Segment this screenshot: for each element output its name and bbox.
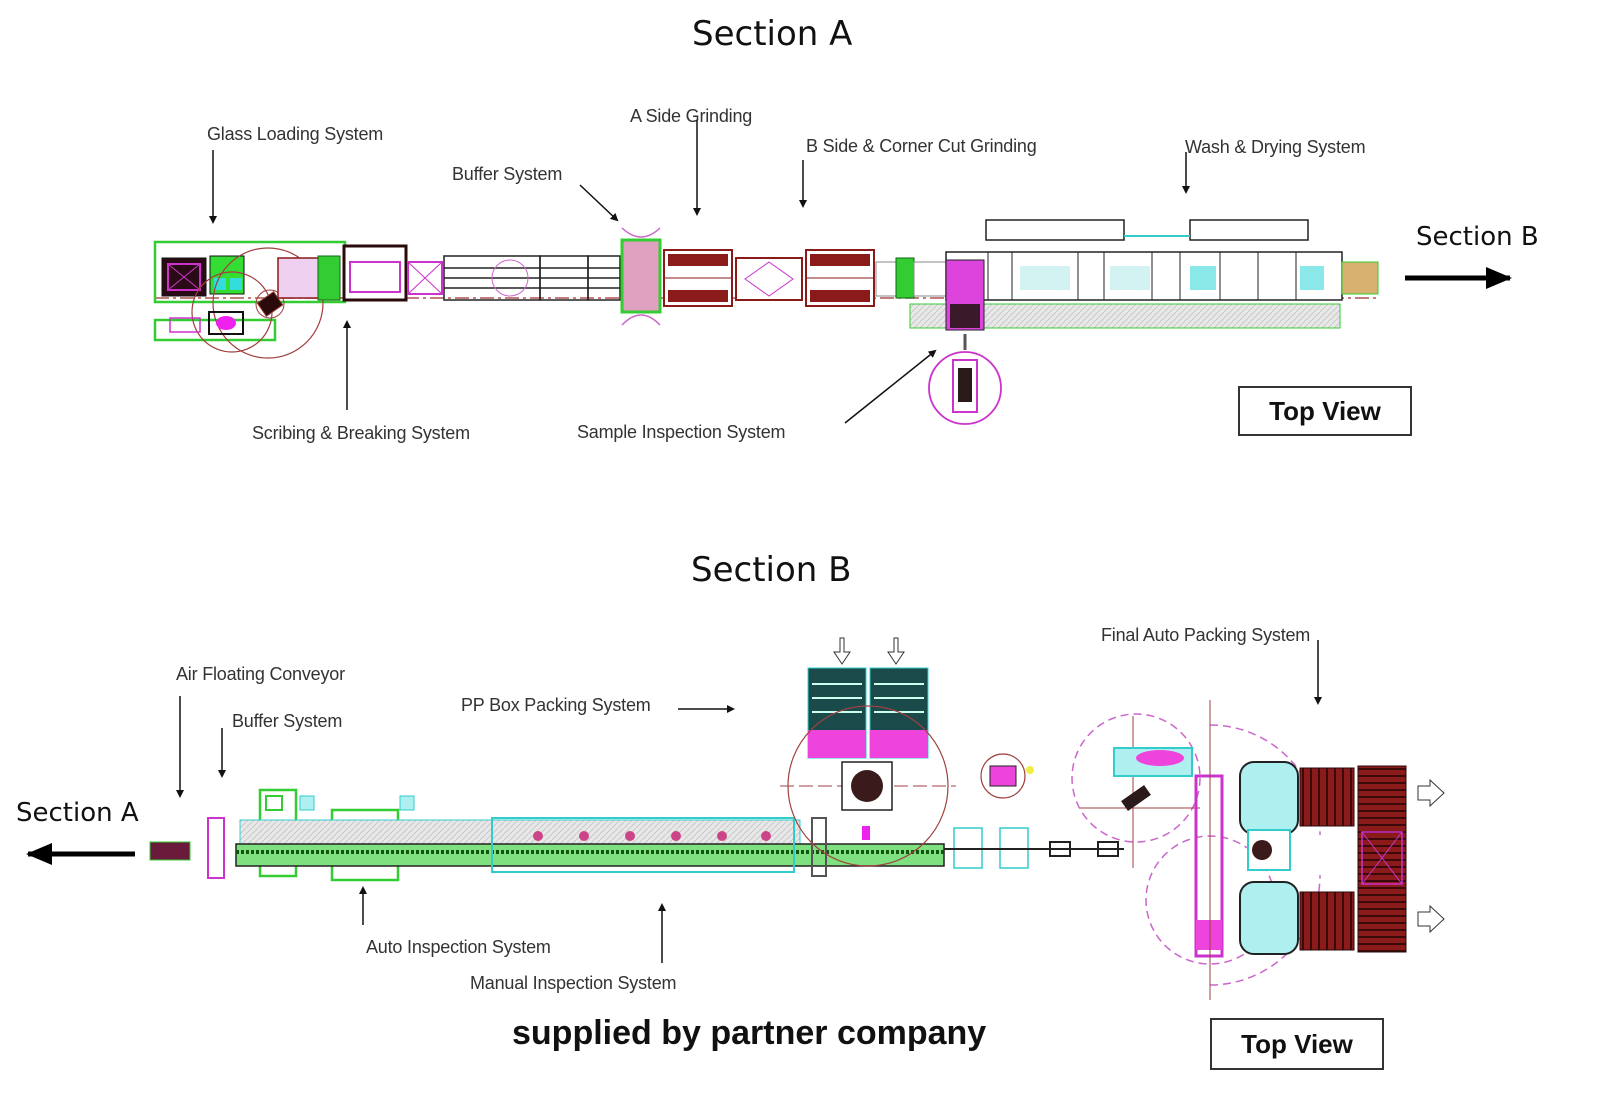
label-buffer-system-b: Buffer System — [232, 711, 343, 731]
top-view-label-b: Top View — [1241, 1028, 1353, 1059]
output-arrow-icon — [1417, 904, 1445, 934]
top-view-label-a: Top View — [1269, 395, 1381, 426]
arrow-buffer-a — [579, 184, 619, 222]
label-air-floating-conveyor: Air Floating Conveyor — [176, 664, 345, 684]
top-view-box-a: Top View — [1238, 386, 1412, 436]
label-final-auto-packing-system: Final Auto Packing System — [1101, 625, 1311, 645]
section-a-line — [153, 219, 1380, 425]
section-b-title: Section B — [691, 550, 852, 590]
down-arrow-icon — [887, 637, 905, 665]
section-a-pointers — [209, 120, 1190, 424]
label-a-side-grinding: A Side Grinding — [630, 106, 753, 126]
label-scribing-breaking-system: Scribing & Breaking System — [252, 423, 470, 443]
top-view-box-b: Top View — [1210, 1018, 1384, 1070]
label-wash-drying-system: Wash & Drying System — [1185, 137, 1366, 157]
section-b-pointers — [176, 640, 1322, 963]
down-arrow-icon — [833, 637, 851, 665]
label-pp-box-packing-system: PP Box Packing System — [461, 695, 651, 715]
arrow-sample-inspection — [844, 349, 937, 424]
section-b-ref: Section B — [1416, 222, 1539, 252]
label-buffer-system-a: Buffer System — [452, 164, 563, 184]
label-glass-loading-system: Glass Loading System — [207, 124, 384, 144]
label-sample-inspection-system: Sample Inspection System — [577, 422, 786, 442]
section-b-line — [149, 637, 1445, 1000]
section-a-ref: Section A — [16, 798, 139, 828]
label-manual-inspection-system: Manual Inspection System — [470, 973, 677, 993]
label-b-side-corner-cut-grinding: B Side & Corner Cut Grinding — [806, 136, 1037, 156]
footer-credit: supplied by partner company — [512, 1014, 987, 1052]
output-arrow-icon — [1417, 778, 1445, 808]
section-a-title: Section A — [692, 14, 853, 54]
label-auto-inspection-system: Auto Inspection System — [366, 937, 551, 957]
